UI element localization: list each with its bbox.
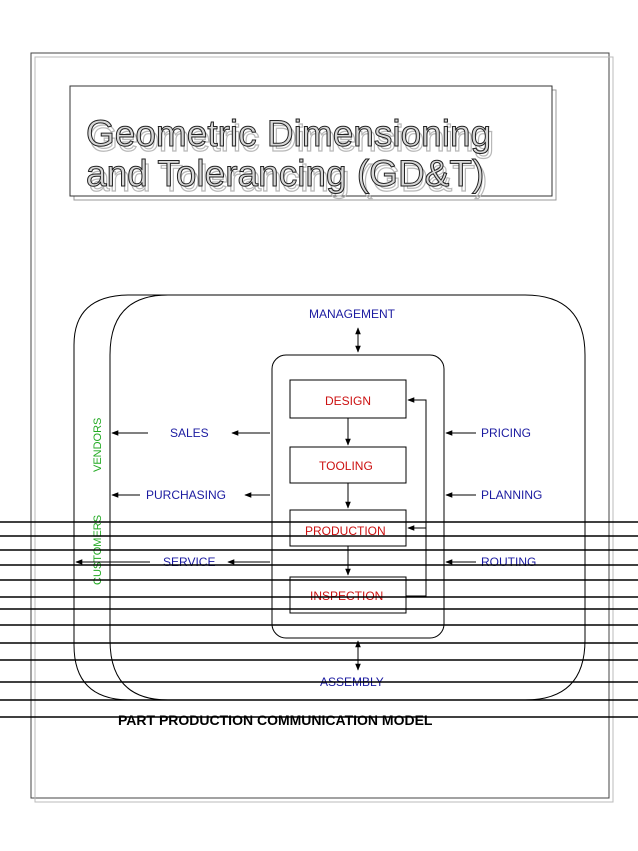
purchasing-label: PURCHASING: [146, 488, 226, 502]
management-label: MANAGEMENT: [309, 307, 396, 321]
design-label: DESIGN: [325, 394, 371, 408]
planning-label: PLANNING: [481, 488, 542, 502]
routing-label: ROUTING: [481, 555, 536, 569]
page-frame: [30, 52, 614, 803]
production-box: PRODUCTION: [289, 509, 407, 547]
service-label: SERVICE: [163, 555, 215, 569]
title-line2-shadow: and Tolerancing (GD&T): [89, 158, 487, 199]
production-loop: [271, 354, 445, 639]
design-box: DESIGN: [289, 379, 407, 419]
title-box: Geometric Dimensioning and Tolerancing (…: [69, 85, 557, 201]
title-line1: Geometric Dimensioning: [86, 113, 491, 154]
production-label: PRODUCTION: [305, 524, 386, 538]
pricing-label: PRICING: [481, 426, 531, 440]
caption: PART PRODUCTION COMMUNICATION MODEL: [118, 712, 433, 728]
feedback-loop-line: [406, 397, 427, 597]
inspection-box: INSPECTION: [289, 576, 407, 614]
inspection-label: INSPECTION: [310, 589, 383, 603]
title-line2: and Tolerancing (GD&T): [86, 153, 484, 194]
tooling-label: TOOLING: [319, 459, 373, 473]
title-line1-shadow: Geometric Dimensioning: [89, 118, 494, 159]
tooling-box: TOOLING: [289, 446, 407, 484]
ruled-lines: [0, 521, 638, 718]
sales-label: SALES: [170, 426, 209, 440]
vendors-label: VENDORS: [92, 418, 104, 472]
